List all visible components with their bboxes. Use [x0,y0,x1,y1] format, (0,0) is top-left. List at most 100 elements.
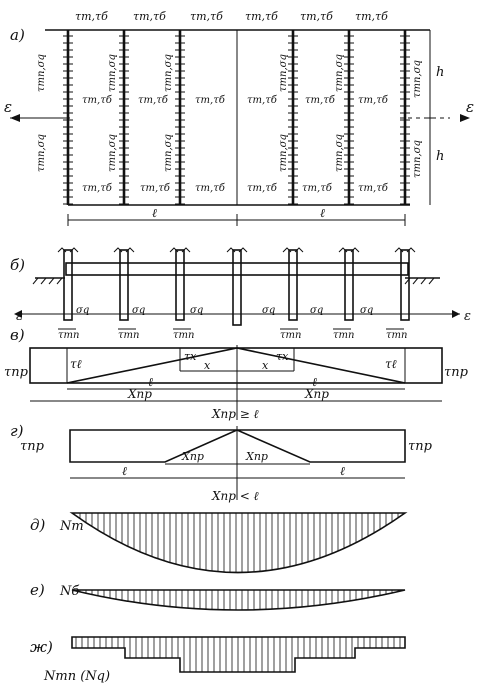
panel-zh-hatch [75,637,401,672]
tau-label-3: τтп [173,330,194,341]
panel-v-tau-pr-right: τпр [444,365,469,380]
panel-a-rebar-ticks [63,35,410,205]
vertical-label-3: τтп,σq [163,54,174,92]
panel-e-curve [71,589,406,611]
pile-caps [57,247,416,253]
panel-a-epsilon-left: ε [4,98,12,116]
panel-v-tau-pr-left: τпр [4,365,29,380]
lower-vertical-label-4: τтп,σq [278,134,289,172]
panel-g: г) τпр τпр Xпр Xпр ℓ ℓ Xпр < ℓ [10,422,433,503]
lower-label-6: τт,τб [358,183,389,194]
lower-label-3: τт,τб [195,183,226,194]
top-label-6: τт,τб [355,10,388,23]
panel-a-upper-row-labels: τт,τб τт,τб τт,τб τт,τб τт,τб τт,τб [82,95,389,106]
dim-l-right: ℓ [320,206,325,220]
panel-v-x-right-label: x [262,359,269,372]
panel-e: е) Nб [30,581,406,611]
panel-v-triangle [66,347,406,384]
panel-v-x-left-label: x [204,359,211,372]
vertical-label-4: τтп,σq [278,54,289,92]
top-label-5: τт,τб [300,10,333,23]
panel-v-l-right: ℓ [312,375,317,389]
panel-b: б) [10,247,471,341]
panel-a-arrow-right [460,114,470,122]
sigma-label-6: σq [360,305,373,316]
panel-zh: ж) Nтп (Nq) [30,636,406,684]
panel-d-label: д) [30,516,46,534]
lower-vertical-label-1: τтп,σq [36,134,47,172]
panel-v-condition: Xпр ≥ ℓ [211,407,259,421]
panel-v-label: в) [10,326,25,344]
tau-label-2: τтп [118,330,139,341]
sigma-labels: σq σq σq σq σq σq [76,305,373,316]
panel-b-arrow-right [452,310,460,318]
top-label-3: τт,τб [190,10,223,23]
tau-label-6: τтп [386,330,407,341]
upper-label-3: τт,τб [195,95,226,106]
panel-g-shape [69,429,406,463]
lower-vertical-label-3: τтп,σq [163,134,174,172]
lower-label-1: τт,τб [82,183,113,194]
panel-g-condition: Xпр < ℓ [211,489,259,503]
dim-l-left: ℓ [152,206,157,220]
vertical-label-1: τтп,σq [36,54,47,92]
panel-b-epsilon-right: ε [464,309,471,324]
pile-1 [63,249,73,321]
panel-a-label: а) [10,26,25,44]
panel-d: д) Nт [30,512,408,574]
panel-b-epsilon-left: ε [16,309,23,324]
panel-a-vertical-labels: τтп,σq τтп,σq τтп,σq τтп,σq τтп,σq τтп,σ… [36,54,423,98]
panel-zh-shape [71,636,406,673]
pile-7 [400,249,410,321]
pile-6 [344,249,354,321]
tau-label-4: τтп [280,330,301,341]
panel-v: в) τпр τпр τℓ τℓ τx τx x x ℓ ℓ Xпр Xпр X… [4,326,469,421]
panel-e-n-label: Nб [59,584,79,599]
panel-a-rebars [66,30,407,205]
upper-label-4: τт,τб [247,95,278,106]
pile-3 [175,249,185,321]
panel-g-xpr-left: Xпр [181,450,204,463]
dim-h-upper: h [436,65,444,80]
ground-hatch-left [32,277,63,285]
top-label-4: τт,τб [245,10,278,23]
panel-b-arrow-left [14,310,22,318]
panel-a-arrow-left [10,114,20,122]
sigma-label-5: σq [310,305,323,316]
panel-a-lower-vertical-labels: τтп,σq τтп,σq τтп,σq τтп,σq τтп,σq τтп,σ… [36,134,423,178]
panel-g-l-left: ℓ [122,464,127,478]
panel-e-hatch [79,590,399,610]
lower-label-5: τт,τб [302,183,333,194]
dim-h-lower: h [436,149,444,164]
panel-g-tau-pr-right: τпр [408,439,433,454]
vertical-label-2: τтп,σq [107,54,118,92]
lower-vertical-label-2: τтп,σq [107,134,118,172]
sigma-label-4: σq [262,305,275,316]
panel-v-tau-x-left: τx [184,350,197,363]
panel-v-l-left: ℓ [148,375,153,389]
vertical-label-6: τтп,σq [412,60,423,98]
pile-2 [119,249,129,321]
panel-e-label: е) [30,581,45,599]
panel-v-tau-x-right: τx [276,350,289,363]
panel-zh-n-label: Nтп (Nq) [43,669,110,684]
top-label-1: τт,τб [75,10,108,23]
upper-label-2: τт,τб [138,95,169,106]
upper-label-1: τт,τб [82,95,113,106]
panel-a-lower-row-labels: τт,τб τт,τб τт,τб τт,τб τт,τб τт,τб [82,183,389,194]
sigma-label-1: σq [76,305,89,316]
panel-g-xpr-right: Xпр [245,450,268,463]
panel-d-hatch [79,513,399,573]
panel-v-tau-l-left: τℓ [70,357,82,371]
piles [63,249,410,326]
lower-vertical-label-6: τтп,σq [412,140,423,178]
panel-zh-label: ж) [30,638,53,656]
lower-vertical-label-5: τтп,σq [334,134,345,172]
pile-4 [232,249,242,326]
panel-v-tau-l-right: τℓ [385,357,397,371]
beam [65,262,409,276]
panel-a-epsilon-right: ε [466,98,474,116]
upper-label-6: τт,τб [358,95,389,106]
panel-a-top-labels: τт,τб τт,τб τт,τб τт,τб τт,τб τт,τб [75,10,388,23]
pile-5 [288,249,298,321]
